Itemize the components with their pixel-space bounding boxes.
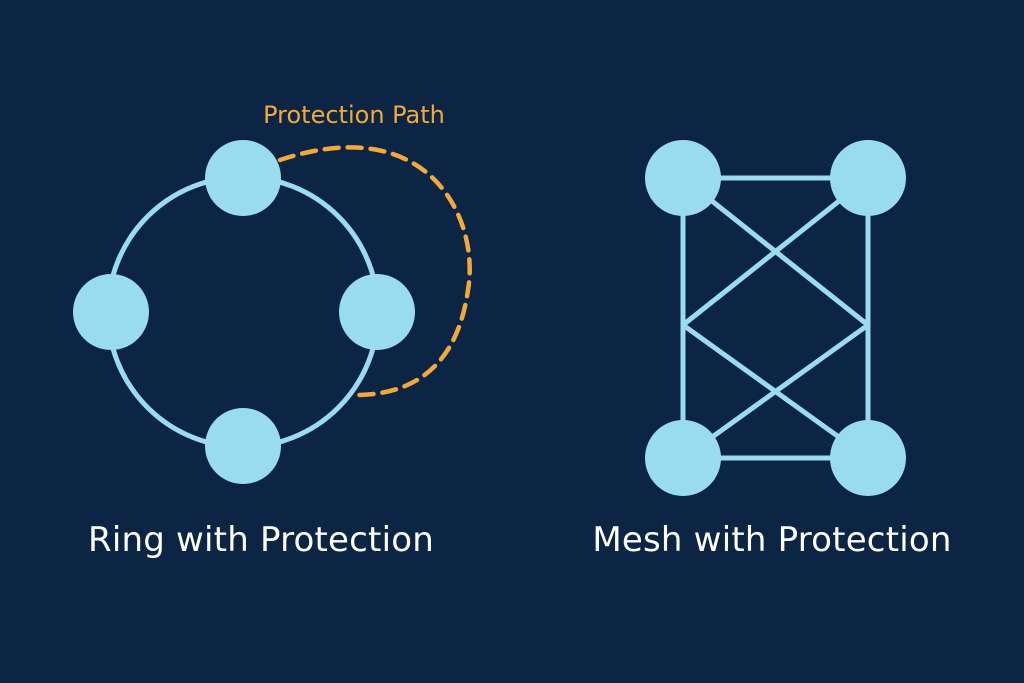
ring-node-bottom [205,408,281,484]
protection-path-label: Protection Path [263,101,445,129]
mesh-title: Mesh with Protection [592,520,952,560]
ring-node-right [339,274,415,350]
ring-node-left [73,274,149,350]
mesh-link-tr-ml [681,176,870,327]
ring-title: Ring with Protection [88,520,434,560]
ring-node-top [205,140,281,216]
ring-topology [73,140,472,484]
mesh-node-top-right [830,140,906,216]
protection-path [277,145,472,398]
mesh-topology [680,175,871,461]
mesh-nodes [645,140,906,496]
mesh-node-top-left [645,140,721,216]
mesh-node-bottom-right [830,420,906,496]
mesh-node-bottom-left [645,420,721,496]
